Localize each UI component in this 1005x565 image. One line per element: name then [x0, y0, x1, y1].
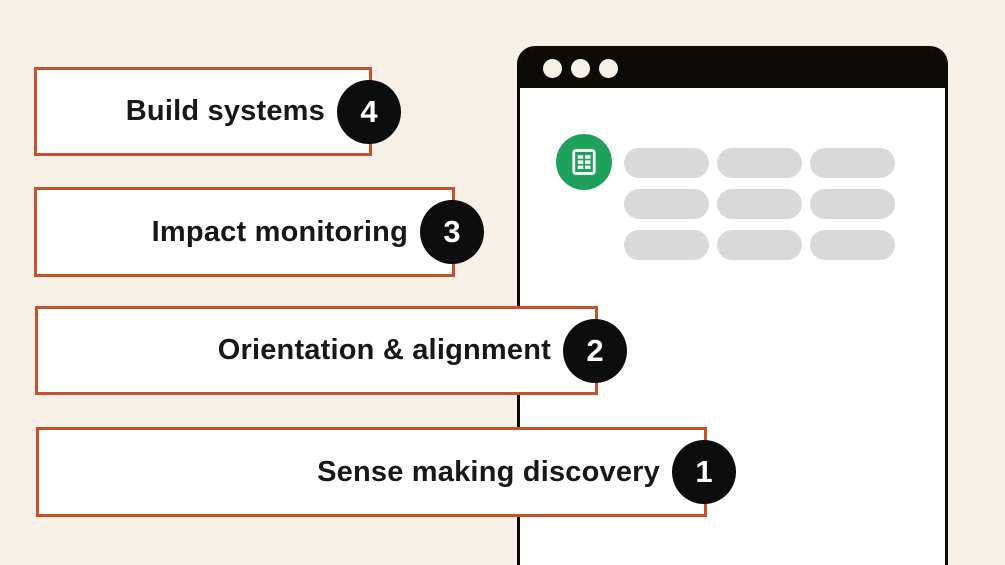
window-control-dot: [571, 59, 590, 78]
step-box-sense-making-discovery: Sense making discovery 1: [36, 427, 736, 517]
placeholder-pill: [624, 230, 709, 260]
step-box-orientation-alignment: Orientation & alignment 2: [35, 306, 627, 395]
spreadsheet-icon: [556, 134, 612, 190]
step-label: Sense making discovery: [317, 455, 660, 488]
step-number-badge: 1: [672, 440, 736, 504]
placeholder-pill: [810, 230, 895, 260]
step-label: Build systems: [125, 95, 325, 127]
step-label: Impact monitoring: [151, 215, 408, 248]
step-number-badge: 2: [563, 318, 627, 383]
step-box-build-systems: Build systems 4: [34, 67, 401, 156]
placeholder-pill: [624, 189, 709, 219]
placeholder-grid: [624, 148, 895, 260]
placeholder-pill: [717, 189, 802, 219]
window-titlebar: [520, 49, 945, 88]
placeholder-pill: [624, 148, 709, 178]
step-number-badge: 4: [337, 79, 401, 144]
placeholder-pill: [717, 230, 802, 260]
placeholder-pill: [810, 148, 895, 178]
window-body: [520, 88, 945, 565]
placeholder-pill: [810, 189, 895, 219]
window-control-dot: [543, 59, 562, 78]
step-number-badge: 3: [420, 200, 484, 264]
step-label: Orientation & alignment: [217, 334, 551, 366]
step-box-impact-monitoring: Impact monitoring 3: [34, 187, 484, 277]
placeholder-pill: [717, 148, 802, 178]
window-control-dot: [599, 59, 618, 78]
